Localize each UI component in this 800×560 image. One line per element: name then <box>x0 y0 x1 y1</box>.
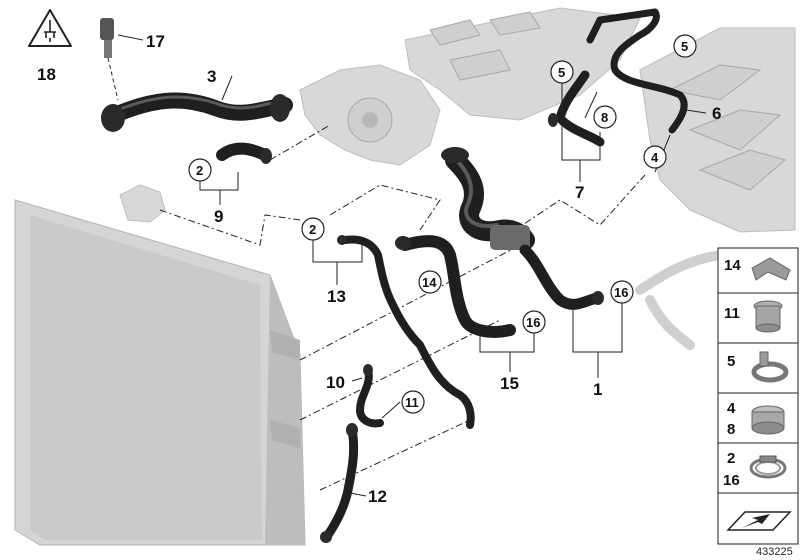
hose-6 <box>586 8 688 134</box>
thermostat-housing <box>119 184 166 223</box>
hose-13 <box>337 235 475 429</box>
quick-connector-icon <box>753 300 783 333</box>
part-label-6: 6 <box>712 104 721 123</box>
pipe-lower-right <box>635 250 725 350</box>
legend-label-8: 8 <box>727 421 735 438</box>
reference-number: 433225 <box>756 546 793 558</box>
legend-label-5: 5 <box>727 353 735 370</box>
legend-label-16: 16 <box>723 472 740 489</box>
clip-clamp-icon <box>751 257 791 281</box>
water-pump <box>299 64 441 166</box>
hose-7 <box>548 70 605 147</box>
part-label-13: 13 <box>327 287 346 306</box>
svg-text:14: 14 <box>422 275 437 290</box>
part-label-9: 9 <box>214 207 223 226</box>
callout-5a: 5 <box>550 60 574 84</box>
arrow-icon <box>726 511 792 531</box>
part-label-10: 10 <box>326 373 345 392</box>
part-label-3: 3 <box>207 67 216 86</box>
legend-label-2: 2 <box>727 450 735 467</box>
callout-16a: 16 <box>522 310 546 334</box>
part-label-leaders <box>117 34 707 497</box>
callout-8: 8 <box>593 105 617 129</box>
spring-clamp-icon <box>751 351 789 383</box>
svg-text:5: 5 <box>558 65 565 80</box>
legend-label-4: 4 <box>727 400 736 417</box>
hose-9 <box>216 142 272 164</box>
main-hose-centre <box>441 147 535 250</box>
legend-label-14: 14 <box>724 257 741 274</box>
engine-block-upper <box>404 7 641 121</box>
svg-text:2: 2 <box>309 222 316 237</box>
svg-text:5: 5 <box>681 39 688 54</box>
legend-label-11: 11 <box>724 305 740 322</box>
callout-4: 4 <box>643 145 667 169</box>
hose-10 <box>356 364 384 428</box>
svg-text:11: 11 <box>405 395 419 410</box>
hose-15 <box>395 235 516 338</box>
callout-14: 14 <box>418 270 442 294</box>
band-clamp-icon <box>751 405 785 435</box>
callout-11: 11 <box>401 390 425 414</box>
svg-text:2: 2 <box>196 163 203 178</box>
wire-clamp-icon <box>749 455 787 479</box>
callout-16b: 16 <box>610 280 634 304</box>
svg-text:16: 16 <box>526 315 540 330</box>
svg-text:4: 4 <box>651 150 659 165</box>
callout-2b: 2 <box>301 217 325 241</box>
part-label-12: 12 <box>368 487 387 506</box>
part-label-17: 17 <box>146 32 165 51</box>
part-label-7: 7 <box>575 183 584 202</box>
electrical-warning-icon <box>28 9 72 47</box>
hose-3 <box>101 92 293 132</box>
sensor-17 <box>100 18 119 101</box>
clamp-legend: 14 11 5 4 8 2 16 <box>717 247 799 545</box>
part-label-18: 18 <box>37 65 56 84</box>
part-label-1: 1 <box>593 380 602 399</box>
hose-1 <box>519 244 604 310</box>
leader-lines <box>159 124 646 491</box>
radiator <box>14 199 306 546</box>
cylinder-head-right <box>639 27 796 233</box>
svg-text:8: 8 <box>601 110 608 125</box>
callout-2a: 2 <box>188 158 212 182</box>
part-label-15: 15 <box>500 374 519 393</box>
hose-12 <box>320 423 359 543</box>
svg-text:16: 16 <box>614 285 628 300</box>
callout-5b: 5 <box>673 34 697 58</box>
part-numbers: 3 6 7 9 13 15 1 10 12 17 18 <box>37 32 721 506</box>
